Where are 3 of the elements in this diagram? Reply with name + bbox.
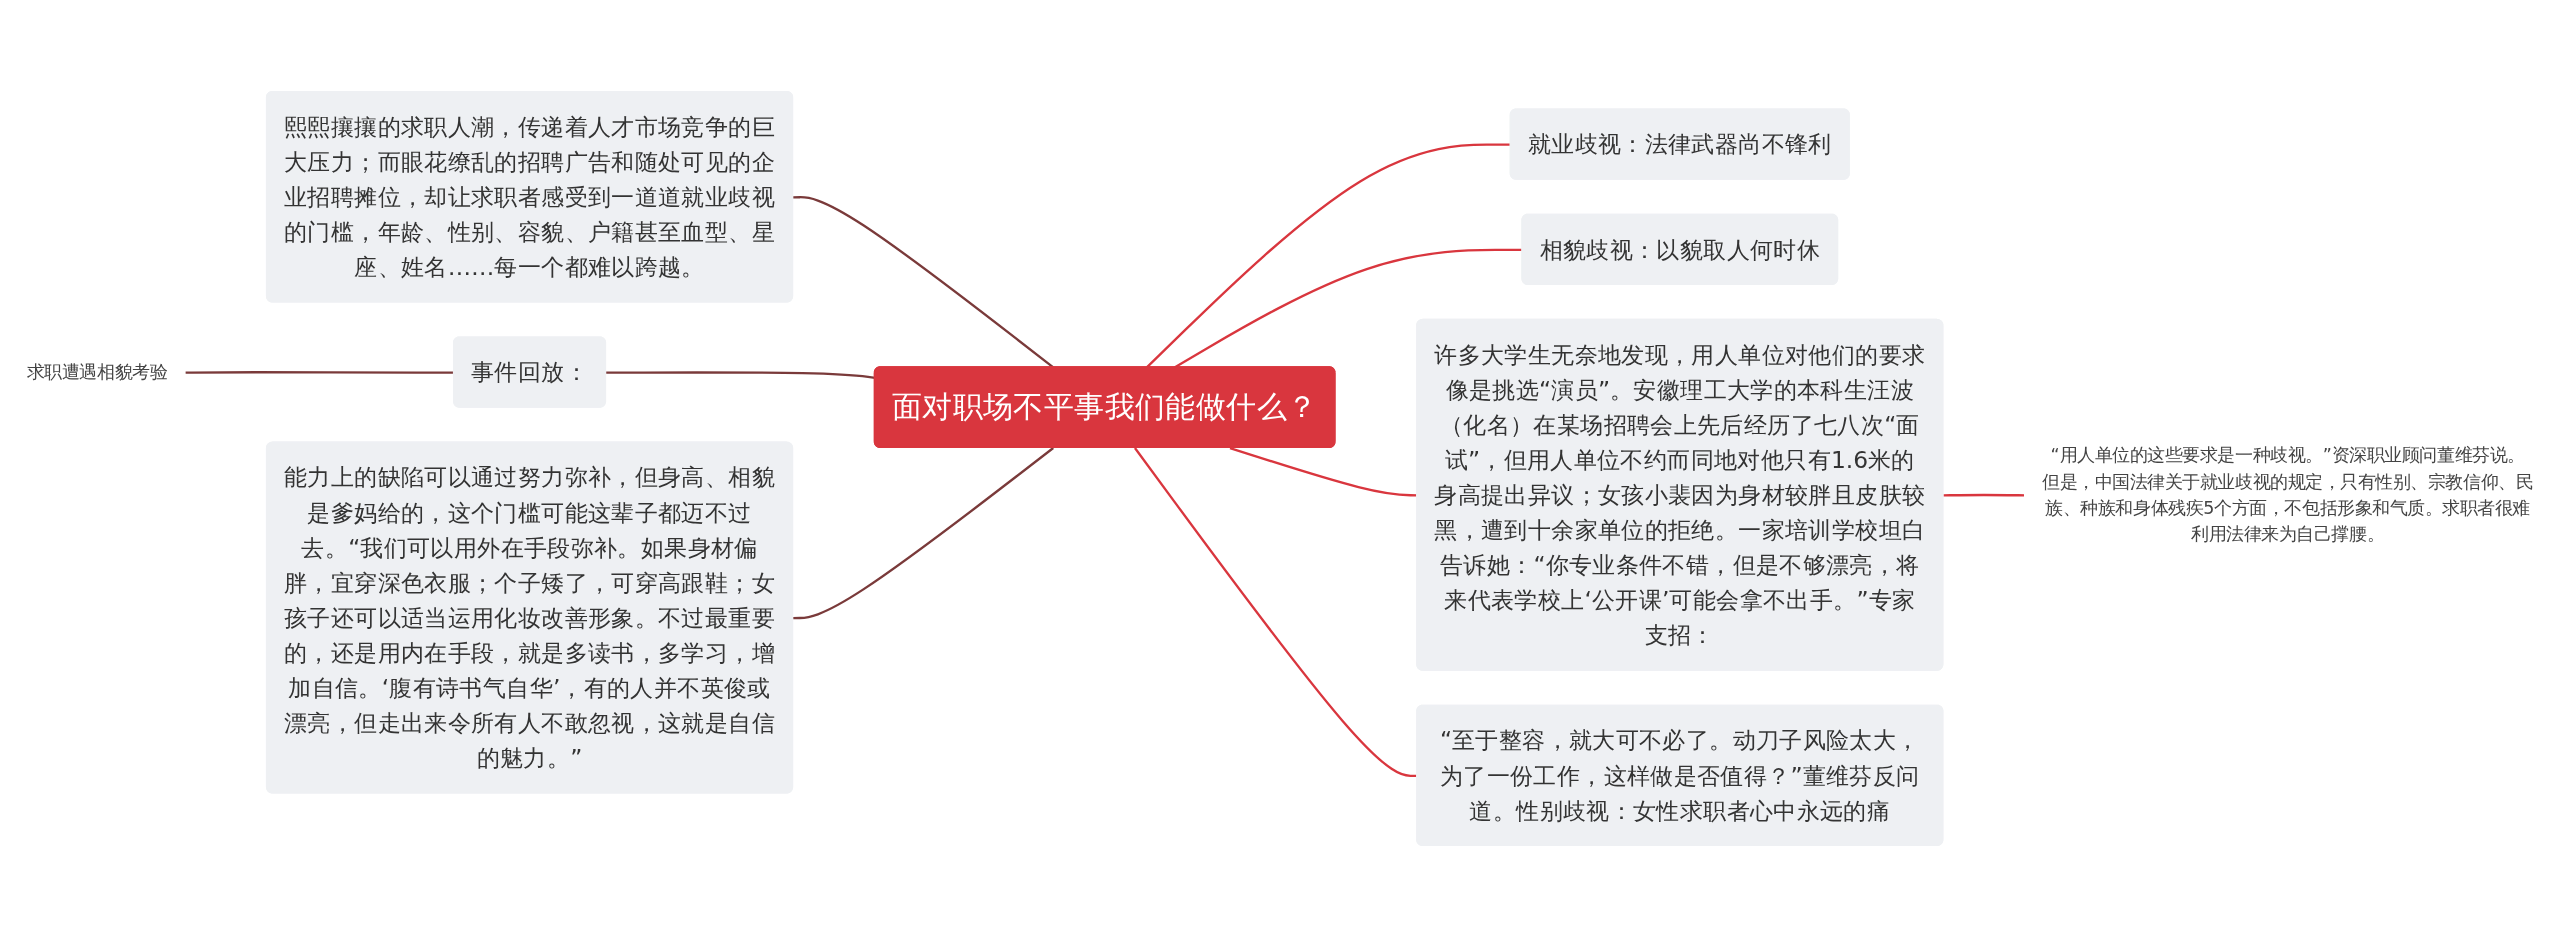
connector (793, 447, 1054, 620)
node-text: “用人单位的这些要求是一种歧视。”资深职业顾问董维芬说。但是，中国法律关于就业歧视的规定，只有性别、宗教信仰、民族、种族和身体残疾5个方面，不包括形象和气质。求职者很难利用法律来为自己撑腰。 (2042, 444, 2534, 545)
node-text: 求职遭遇相貌考验 (26, 361, 168, 383)
